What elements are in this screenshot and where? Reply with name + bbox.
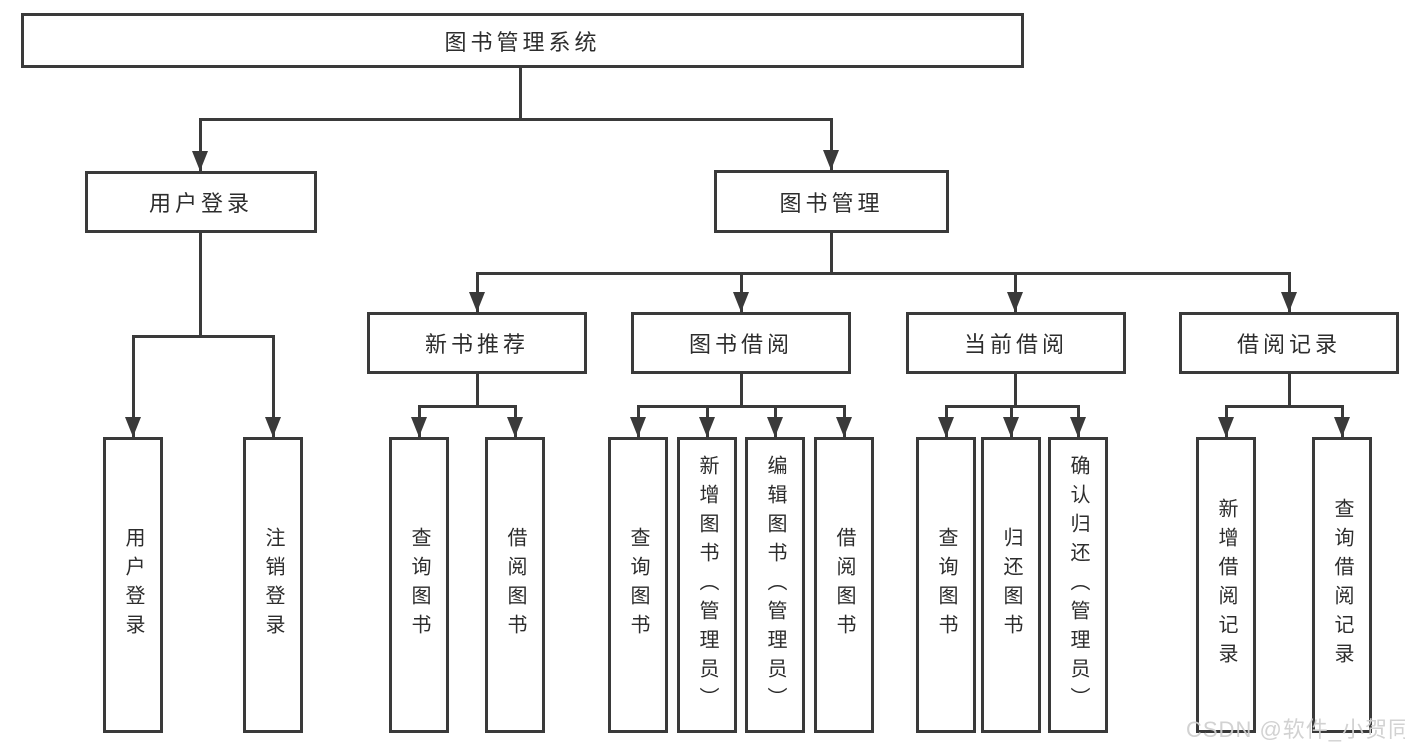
leaf-borrow-books: 借阅图书 <box>814 437 874 733</box>
leaf-label: 借阅图书 <box>833 527 855 643</box>
node-user-login-label: 用户登录 <box>148 191 253 216</box>
leaf-label: 新增图书（管理员） <box>696 454 718 716</box>
leaf-logout: 注销登录 <box>243 437 303 733</box>
edge-user-login-split <box>132 335 275 338</box>
arrow-down-icon <box>192 151 208 171</box>
node-user-login: 用户登录 <box>85 171 317 233</box>
edge-user-login-stem <box>199 233 202 335</box>
node-current-borrow-label: 当前借阅 <box>963 332 1068 357</box>
leaf-user-login: 用户登录 <box>103 437 163 733</box>
edge-records-split <box>1225 405 1343 408</box>
arrow-down-icon <box>1070 417 1086 437</box>
leaf-edit-books-admin: 编辑图书（管理员） <box>745 437 805 733</box>
edge-drop-user-login <box>199 118 202 171</box>
arrow-down-icon <box>125 417 141 437</box>
csdn-watermark: CSDN @软件_小贺同学 <box>1186 717 1405 742</box>
edge-recommend-split <box>418 405 517 408</box>
edge-book-management-split <box>476 272 1291 275</box>
arrow-down-icon <box>630 417 646 437</box>
node-new-book-recommend-label: 新书推荐 <box>424 332 529 357</box>
edge-book-management-stem <box>830 233 833 272</box>
leaf-label: 查询借阅记录 <box>1331 498 1353 672</box>
arrow-down-icon <box>1007 292 1023 312</box>
arrow-down-icon <box>823 150 839 170</box>
edge-borrow-split <box>637 405 845 408</box>
node-book-management: 图书管理 <box>714 170 949 233</box>
node-book-borrow-label: 图书借阅 <box>688 332 793 357</box>
edge-drop-leaf <box>132 335 135 437</box>
edge-drop-book-management <box>830 118 833 170</box>
leaf-label: 查询图书 <box>627 527 649 643</box>
edge-borrow-stem <box>740 374 743 405</box>
node-root: 图书管理系统 <box>21 13 1024 68</box>
arrow-down-icon <box>1281 292 1297 312</box>
edge-drop-leaf <box>272 335 275 437</box>
leaf-query-books-recommend: 查询图书 <box>389 437 449 733</box>
arrow-down-icon <box>699 417 715 437</box>
edge-current-stem <box>1014 374 1017 405</box>
leaf-query-books-current: 查询图书 <box>916 437 976 733</box>
arrow-down-icon <box>411 417 427 437</box>
arrow-down-icon <box>1334 417 1350 437</box>
leaf-label: 借阅图书 <box>504 527 526 643</box>
arrow-down-icon <box>507 417 523 437</box>
leaf-label: 归还图书 <box>1000 527 1022 643</box>
leaf-label: 查询图书 <box>408 527 430 643</box>
edge-root-stem <box>519 68 522 118</box>
leaf-query-books-borrow: 查询图书 <box>608 437 668 733</box>
arrow-down-icon <box>1218 417 1234 437</box>
arrow-down-icon <box>733 292 749 312</box>
arrow-down-icon <box>265 417 281 437</box>
leaf-query-borrow-record: 查询借阅记录 <box>1312 437 1372 733</box>
leaf-label: 用户登录 <box>122 527 144 643</box>
leaf-label: 注销登录 <box>262 527 284 643</box>
leaf-label: 查询图书 <box>935 527 957 643</box>
arrow-down-icon <box>938 417 954 437</box>
edge-records-stem <box>1288 374 1291 405</box>
edge-recommend-stem <box>476 374 479 405</box>
leaf-return-books: 归还图书 <box>981 437 1041 733</box>
leaf-confirm-return-admin: 确认归还（管理员） <box>1048 437 1108 733</box>
node-current-borrow: 当前借阅 <box>906 312 1126 374</box>
leaf-add-borrow-record: 新增借阅记录 <box>1196 437 1256 733</box>
arrow-down-icon <box>469 292 485 312</box>
node-new-book-recommend: 新书推荐 <box>367 312 587 374</box>
leaf-label: 确认归还（管理员） <box>1067 454 1089 716</box>
edge-level1-split <box>199 118 833 121</box>
arrow-down-icon <box>767 417 783 437</box>
arrow-down-icon <box>1003 417 1019 437</box>
leaf-borrow-books-recommend: 借阅图书 <box>485 437 545 733</box>
leaf-label: 编辑图书（管理员） <box>764 454 786 716</box>
arrow-down-icon <box>836 417 852 437</box>
node-root-label: 图书管理系统 <box>444 29 601 55</box>
node-book-management-label: 图书管理 <box>779 190 884 216</box>
node-borrow-records: 借阅记录 <box>1179 312 1399 374</box>
leaf-add-books-admin: 新增图书（管理员） <box>677 437 737 733</box>
node-book-borrow: 图书借阅 <box>631 312 851 374</box>
node-borrow-records-label: 借阅记录 <box>1236 332 1341 357</box>
leaf-label: 新增借阅记录 <box>1215 498 1237 672</box>
